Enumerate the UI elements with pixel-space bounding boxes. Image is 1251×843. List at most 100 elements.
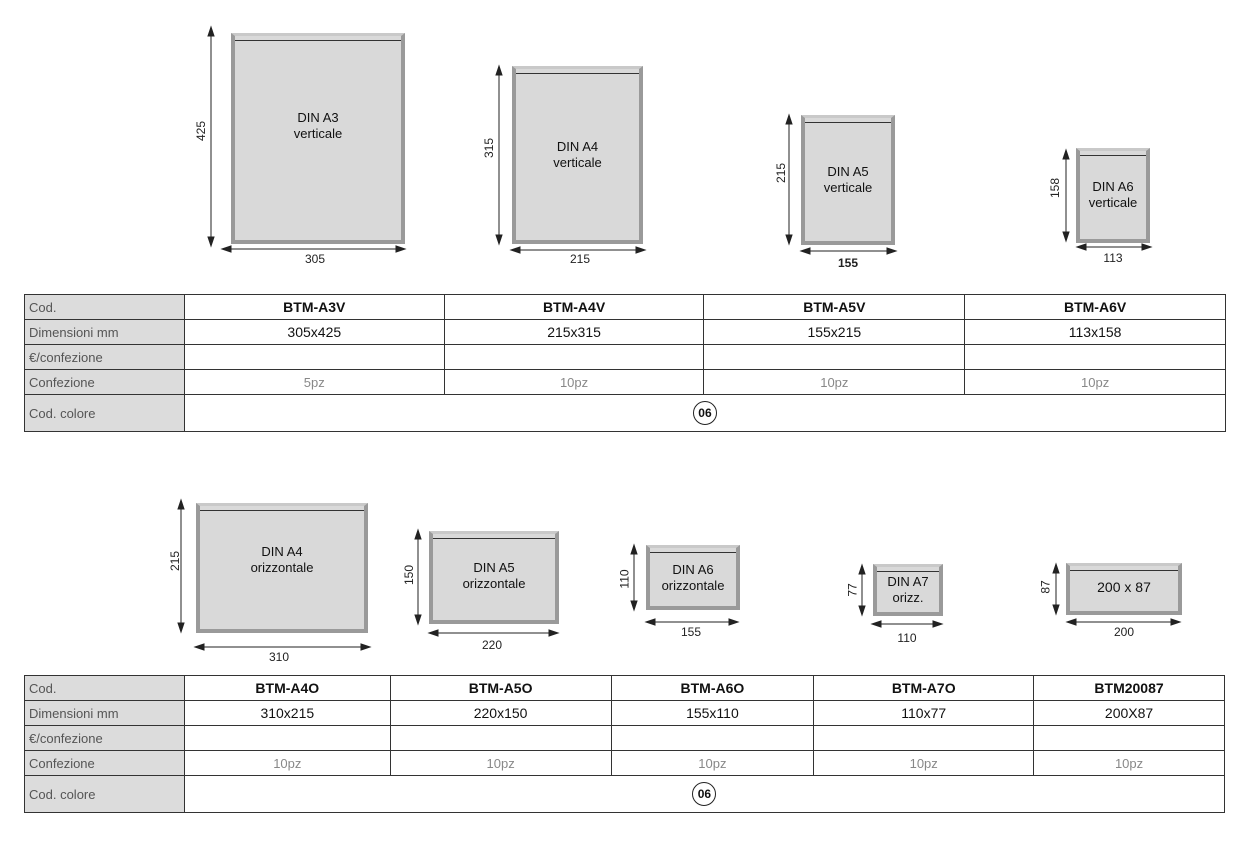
row-label: €/confezione [24,344,185,370]
frame-orientation: verticale [293,126,343,141]
product-code: BTM-A7O [813,675,1035,701]
frame-din-a4-horizontal: DIN A4 orizzontale [196,503,368,633]
dimension-value: 113x158 [964,319,1226,345]
price-cell [389,725,612,751]
product-code: BTM-A5V [703,294,966,320]
pack-value: 5pz [183,369,445,395]
color-code-cell: 06 [183,775,1226,813]
frame-name: DIN A4 [556,139,599,154]
frame-name: DIN A5 [473,560,515,575]
frame-din-a7-horizontal: DIN A7 orizz. [873,564,943,616]
color-code-badge: 06 [692,401,717,425]
dimension-value: 155x110 [610,700,815,726]
row-label: Cod. colore [24,394,185,432]
height-label-a5o: 150 [402,564,417,586]
pack-value: 10pz [703,369,966,395]
frame-200x87-horizontal: 200 x 87 [1066,563,1182,615]
product-code: BTM-A4V [443,294,705,320]
width-label-a5o: 220 [481,638,503,652]
width-label-a7o: 110 [897,631,917,645]
frame-name: 200 x 87 [1097,579,1151,595]
row-label: Cod. [24,294,185,320]
table-row-code: Cod. BTM-A4O BTM-A5O BTM-A6O BTM-A7O BTM… [24,675,1225,701]
product-code: BTM-A6V [964,294,1226,320]
frame-din-a6-horizontal: DIN A6 orizzontale [646,545,740,610]
product-code: BTM-A6O [610,675,815,701]
table-row-price: €/confezione [24,725,1225,751]
table-row-dimensions: Dimensioni mm 305x425 215x315 155x215 11… [24,319,1226,345]
frame-name: DIN A7 [887,574,929,589]
table-row-color: Cod. colore 06 [24,394,1227,432]
pack-value: 10pz [443,369,705,395]
height-label-a4o: 215 [168,550,183,572]
frame-orientation: orizz. [892,590,924,605]
pack-value: 10pz [1033,750,1225,776]
color-code-cell: 06 [183,394,1227,432]
price-cell [183,725,391,751]
frame-name: DIN A5 [827,164,869,179]
row-label: Dimensioni mm [24,319,185,345]
price-cell [1033,725,1225,751]
table-row-code: Cod. BTM-A3V BTM-A4V BTM-A5V BTM-A6V [24,294,1226,320]
width-label-a3: 305 [304,252,326,266]
table-row-dimensions: Dimensioni mm 310x215 220x150 155x110 11… [24,700,1225,726]
frame-name: DIN A6 [672,562,714,577]
frame-orientation: orizzontale [661,578,725,593]
pack-value: 10pz [389,750,612,776]
spec-table-horizontal: Cod. BTM-A4O BTM-A5O BTM-A6O BTM-A7O BTM… [24,675,1226,813]
price-cell [703,344,966,370]
width-label-a4o: 310 [268,650,290,664]
frame-orientation: orizzontale [462,576,526,591]
frame-din-a4-vertical: DIN A4 verticale [512,66,643,244]
frame-orientation: verticale [1088,195,1138,210]
frame-orientation: verticale [823,180,873,195]
row-label: Confezione [24,750,185,776]
dimension-value: 110x77 [813,700,1035,726]
row-label: Dimensioni mm [24,700,185,726]
product-code: BTM-A4O [183,675,391,701]
width-label-200x87: 200 [1113,625,1135,639]
row-label: €/confezione [24,725,185,751]
dimension-value: 305x425 [183,319,445,345]
row-label: Confezione [24,369,185,395]
dimension-value: 215x315 [443,319,705,345]
product-code: BTM20087 [1033,675,1225,701]
height-label-a7o: 77 [845,583,860,597]
dimension-value: 200X87 [1033,700,1225,726]
price-cell [964,344,1226,370]
width-label-a6o: 155 [680,625,702,639]
table-row-price: €/confezione [24,344,1226,370]
frame-din-a6-vertical: DIN A6 verticale [1076,148,1150,243]
product-code: BTM-A3V [183,294,445,320]
frame-din-a5-vertical: DIN A5 verticale [801,115,895,245]
width-label-a6: 113 [1103,251,1123,265]
pack-value: 10pz [610,750,815,776]
height-label-200x87: 87 [1038,580,1053,594]
price-cell [813,725,1035,751]
dimension-value: 310x215 [183,700,391,726]
height-label-a6o: 110 [617,569,632,589]
price-cell [610,725,815,751]
table-row-pack: Confezione 10pz 10pz 10pz 10pz 10pz [24,750,1225,776]
spec-table-vertical: Cod. BTM-A3V BTM-A4V BTM-A5V BTM-A6V Dim… [24,294,1227,432]
frame-din-a5-horizontal: DIN A5 orizzontale [429,531,559,624]
price-cell [183,344,445,370]
frame-orientation: verticale [553,155,602,170]
row-label: Cod. colore [24,775,185,813]
frame-orientation: orizzontale [250,560,314,575]
pack-value: 10pz [183,750,391,776]
frame-name: DIN A3 [297,110,339,125]
row-label: Cod. [24,675,185,701]
product-code: BTM-A5O [389,675,612,701]
pack-value: 10pz [964,369,1226,395]
frame-name: DIN A6 [1092,179,1134,194]
table-row-pack: Confezione 5pz 10pz 10pz 10pz [24,369,1226,395]
price-cell [443,344,705,370]
pack-value: 10pz [813,750,1035,776]
color-code-badge: 06 [692,782,717,806]
width-label-a4: 215 [569,252,591,266]
dimension-value: 155x215 [703,319,966,345]
dimension-value: 220x150 [389,700,612,726]
width-label-a5: 155 [837,256,859,270]
